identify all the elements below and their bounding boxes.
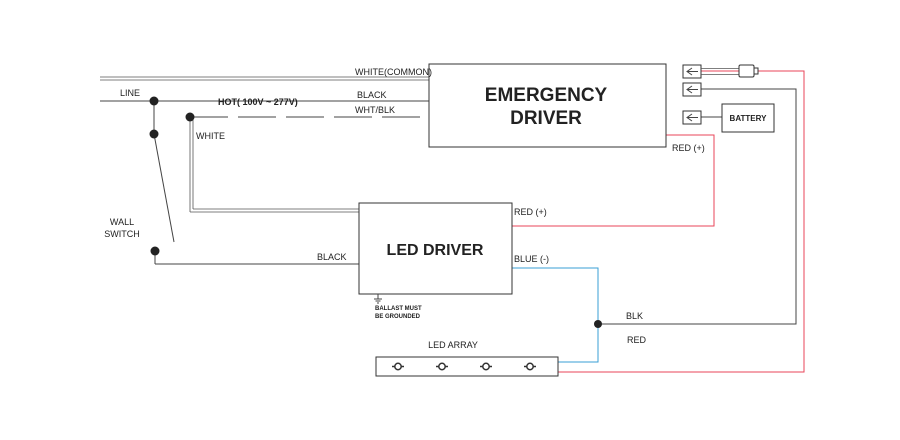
wall-switch-line2: SWITCH bbox=[104, 229, 140, 239]
label-white-common: WHITE(COMMON) bbox=[355, 67, 432, 77]
junction-line bbox=[149, 96, 159, 106]
wire-red-bottom bbox=[558, 70, 805, 373]
ground-note-line1: BALLAST MUST bbox=[375, 306, 422, 312]
emergency-driver: EMERGENCY DRIVER bbox=[428, 63, 667, 148]
emergency-driver-line2: DRIVER bbox=[510, 108, 582, 129]
label-red-emergency: RED (+) bbox=[672, 143, 705, 153]
label-line: LINE bbox=[120, 88, 140, 98]
label-red-bottom: RED bbox=[627, 335, 647, 345]
battery-label: BATTERY bbox=[730, 114, 768, 123]
charge-connector bbox=[682, 82, 702, 97]
label-white: WHITE bbox=[196, 131, 225, 141]
label-blk: BLK bbox=[626, 311, 643, 321]
indicator-connector bbox=[682, 64, 759, 79]
junction-white bbox=[185, 112, 195, 122]
led-icon bbox=[392, 362, 404, 371]
led-driver: LED DRIVER bbox=[358, 202, 513, 295]
led-array-label: LED ARRAY bbox=[428, 340, 478, 350]
battery-connector bbox=[682, 110, 702, 125]
led-array bbox=[375, 356, 559, 377]
label-black-switch: BLACK bbox=[317, 252, 347, 262]
wire-blue bbox=[512, 267, 599, 363]
junction-blk bbox=[594, 320, 602, 328]
led-icon bbox=[436, 362, 448, 371]
label-wht-blk: WHT/BLK bbox=[355, 105, 395, 115]
wall-switch-line1: WALL bbox=[110, 217, 134, 227]
led-icon bbox=[524, 362, 536, 371]
switch-terminal-bottom bbox=[150, 246, 160, 256]
emergency-driver-line1: EMERGENCY bbox=[485, 85, 608, 106]
battery: BATTERY bbox=[721, 103, 775, 133]
label-hot: HOT( 100V ~ 277V) bbox=[218, 97, 298, 107]
wire-line-to-switch bbox=[153, 101, 359, 265]
label-red-led: RED (+) bbox=[514, 207, 547, 217]
wire-red-emergency bbox=[512, 134, 715, 227]
label-blue-led: BLUE (-) bbox=[514, 254, 549, 264]
led-driver-label: LED DRIVER bbox=[387, 242, 484, 259]
led-icon bbox=[480, 362, 492, 371]
wire-white-neutral bbox=[189, 117, 359, 213]
wire-blk bbox=[598, 88, 797, 325]
ground-icon bbox=[374, 294, 382, 304]
test-switch-icon bbox=[738, 64, 755, 78]
switch-terminal-top bbox=[149, 129, 159, 139]
ground-note-line2: BE GROUNDED bbox=[375, 314, 421, 320]
wire-white-common bbox=[100, 76, 429, 81]
label-black-top: BLACK bbox=[357, 90, 387, 100]
